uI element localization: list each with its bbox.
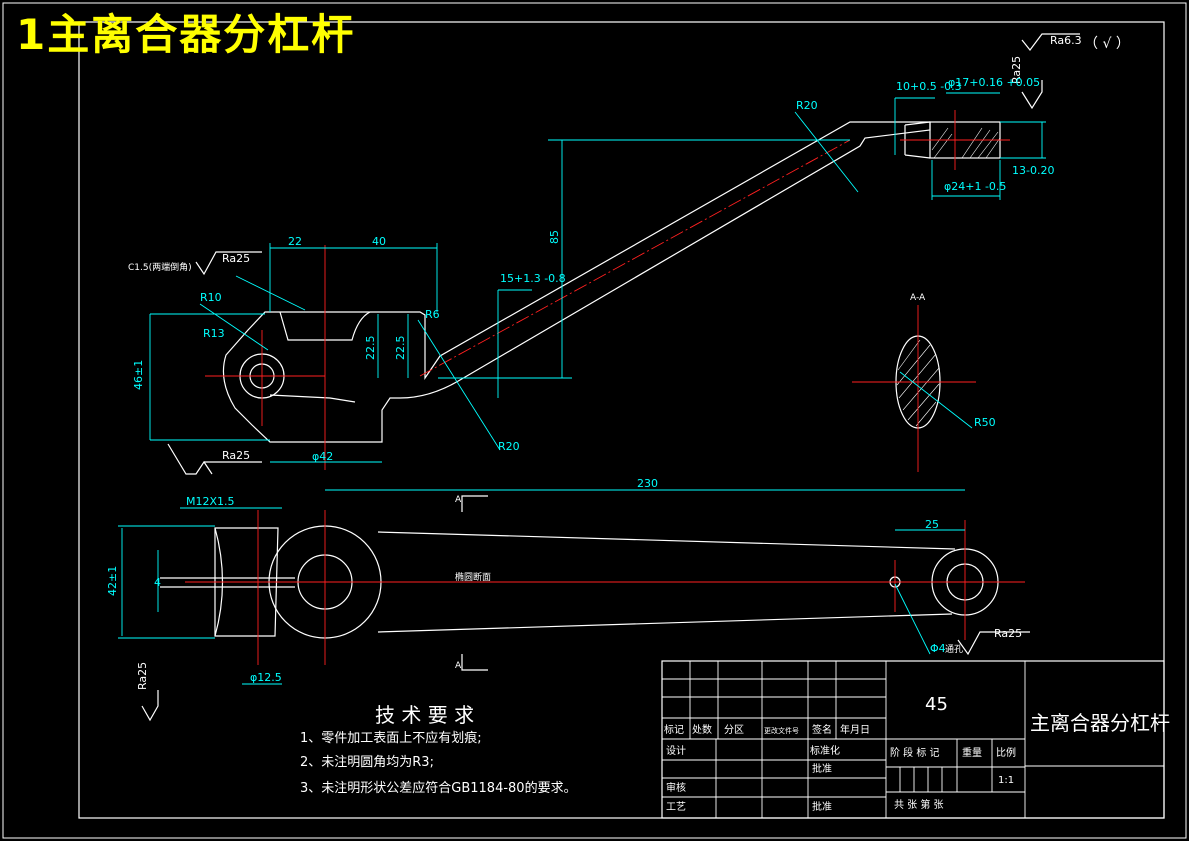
radius-r20-bottom: R20: [498, 440, 520, 453]
mid-note: 椭圆断面: [455, 571, 491, 583]
chamfer-note: C1.5(两端倒角): [128, 261, 192, 273]
dim-phi12-5: φ12.5: [250, 671, 282, 684]
stage-label: 阶 段 标 记: [890, 746, 940, 759]
dim-85: 85: [548, 230, 561, 244]
hdr-zone: 分区: [724, 724, 744, 736]
roughness-side: Ra25: [1010, 56, 1023, 84]
straight-lever-view: A A 椭圆断面: [160, 495, 1025, 671]
hdr-sign: 签名: [812, 723, 832, 736]
radius-r13: R13: [203, 327, 225, 340]
weight-label: 重量: [962, 746, 982, 759]
ratio-label: 比例: [996, 746, 1016, 759]
hdr-docno: 更改文件号: [764, 726, 799, 735]
dim-230: 230: [637, 477, 658, 490]
dim-42: 42±1: [106, 566, 119, 596]
ra-bottom: Ra25: [222, 449, 250, 462]
dim-phi42: φ42: [312, 450, 333, 463]
role-approve-1: 批准: [812, 762, 832, 775]
radius-r20-top: R20: [796, 99, 818, 112]
dim-22-5b: 22.5: [394, 336, 407, 361]
roughness-note: Ra6.3 （ √ ） Ra25: [1010, 33, 1130, 110]
dim-40: 40: [372, 235, 386, 248]
tech-title: 技 术 要 求: [375, 703, 474, 727]
title-block: 45 主离合器分杠杆 1:1 标记 处数 分区 更改文件号 签名 年月日 设计 …: [661, 660, 1170, 819]
role-review: 审核: [666, 781, 686, 794]
hdr-count: 处数: [692, 723, 712, 736]
role-std: 标准化: [810, 744, 840, 757]
tech-item-3: 3、未注明形状公差应符合GB1184-80的要求。: [300, 780, 577, 796]
hdr-mark: 标记: [664, 724, 684, 736]
role-process: 工艺: [666, 801, 686, 813]
section-mark-a1: A: [455, 495, 462, 505]
sheets-label: 共 张 第 张: [894, 798, 944, 811]
tech-item-1: 1、零件加工表面上不应有划痕;: [300, 730, 482, 746]
dim-phi17: φ17+0.16 +0.05: [948, 76, 1040, 89]
dim-13: 13-0.20: [1012, 164, 1054, 177]
material: 45: [925, 694, 948, 715]
role-design: 设计: [666, 744, 686, 757]
dim-10: 10+0.5 -0.3: [896, 80, 962, 93]
straight-lever-dims: 230 25 42±1 4 M12X1.5 φ12.5 Φ4 通孔 Ra25 R…: [106, 477, 1030, 722]
role-approve-2: 批准: [812, 800, 832, 813]
page-title: 1主离合器分杠杆: [16, 10, 356, 59]
ra-top: Ra25: [222, 252, 250, 265]
radius-r6: R6: [425, 308, 440, 321]
ra-left: Ra25: [136, 662, 149, 690]
hole-note: 通孔: [945, 644, 963, 655]
hdr-date: 年月日: [840, 723, 870, 736]
dim-4: 4: [154, 576, 161, 589]
dim-phi24: φ24+1 -0.5: [944, 180, 1006, 193]
dim-46: 46±1: [132, 360, 145, 390]
roughness-main: Ra6.3: [1050, 34, 1082, 47]
tech-requirements: 技 术 要 求 1、零件加工表面上不应有划痕; 2、未注明圆角均为R3; 3、未…: [300, 703, 577, 796]
scale-value: 1:1: [998, 775, 1014, 786]
drawing-frame: [78, 21, 1165, 819]
ra-bottom-right: Ra25: [994, 627, 1022, 640]
section-mark-a2: A: [455, 661, 462, 671]
radius-r50: R50: [974, 416, 996, 429]
bent-lever-view: [205, 110, 1010, 470]
hole-label: Φ4: [930, 642, 946, 655]
dim-22-5a: 22.5: [364, 336, 377, 361]
dim-15: 15+1.3 -0.8: [500, 272, 566, 285]
part-name: 主离合器分杠杆: [1030, 711, 1170, 735]
tech-item-2: 2、未注明圆角均为R3;: [300, 755, 434, 770]
section-label: A-A: [910, 293, 926, 303]
dim-25: 25: [925, 518, 939, 531]
section-aa: A-A R50: [852, 293, 996, 472]
roughness-paren: （ √ ）: [1084, 36, 1130, 52]
bent-lever-dims: 22 40 46±1 φ42 22.5 22.5 85 15+1.3 -0.8 …: [128, 76, 1054, 475]
dim-m12: M12X1.5: [186, 495, 235, 508]
dim-22: 22: [288, 235, 302, 248]
radius-r10: R10: [200, 291, 222, 304]
